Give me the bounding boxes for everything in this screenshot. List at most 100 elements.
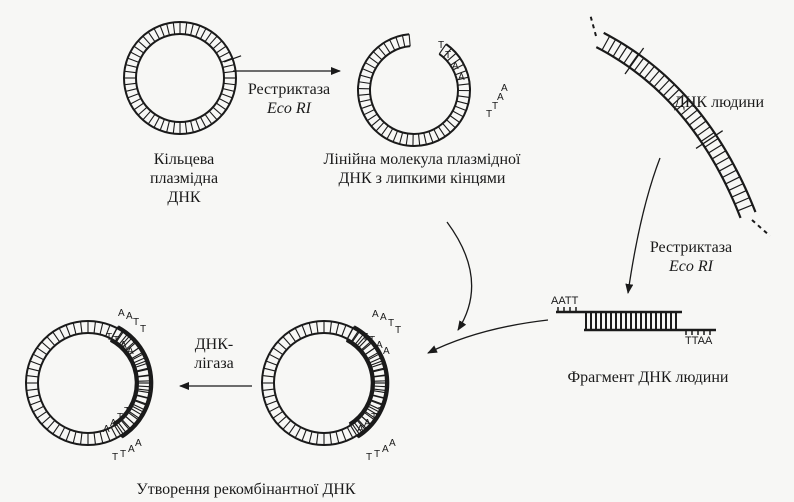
base-pair-rung: [262, 376, 274, 377]
base-pair-rung: [453, 111, 464, 117]
base-pair-rung: [644, 66, 654, 78]
base-pair-rung: [209, 36, 217, 45]
base-pair-rung: [196, 119, 200, 130]
arrow-linear-to-hybrid: [447, 222, 472, 330]
base-pair-rung: [73, 432, 76, 444]
sticky-base-letter: T: [374, 449, 380, 460]
base-pair-rung: [283, 337, 291, 346]
base-pair-rung: [406, 134, 408, 146]
base-pair-rung: [33, 354, 44, 360]
base-pair-rung: [269, 354, 280, 360]
base-pair-rung: [216, 46, 226, 53]
human-dna-fragment: [556, 307, 716, 335]
base-pair-rung: [712, 151, 726, 159]
base-pair-rung: [42, 416, 51, 424]
base-pair-rung: [716, 157, 730, 165]
base-pair-rung: [618, 46, 627, 59]
sticky-base-letter: A: [126, 311, 133, 322]
sticky-base-letter: A: [389, 438, 396, 449]
base-pair-rung: [330, 321, 331, 333]
base-pair-rung: [336, 432, 339, 444]
base-pair-rung: [381, 126, 388, 136]
sticky-base-letter: A: [458, 72, 465, 83]
linear-plasmid-caption: Лінійна молекула плазмідної ДНК з липким…: [304, 150, 540, 188]
base-pair-rung: [705, 138, 718, 147]
base-pair-rung: [629, 54, 638, 67]
base-pair-rung: [262, 389, 274, 390]
base-pair-rung: [649, 71, 659, 83]
base-pair-rung: [53, 332, 60, 342]
base-pair-rung: [289, 332, 296, 342]
sticky-base-letter: A: [501, 83, 508, 94]
base-pair-rung: [266, 361, 277, 365]
base-pair-rung: [295, 328, 301, 339]
sticky-base-letter: A: [376, 340, 383, 351]
base-pair-rung: [429, 131, 433, 142]
base-pair-rung: [361, 105, 372, 109]
linear-plasmid: [358, 34, 470, 146]
base-pair-rung: [289, 424, 296, 434]
base-pair-rung: [336, 323, 339, 335]
base-pair-rung: [365, 63, 375, 69]
base-pair-rung: [209, 111, 217, 120]
base-pair-rung: [342, 325, 346, 336]
sticky-base-letter: T: [371, 412, 377, 423]
base-pair-rung: [200, 28, 206, 39]
backbone-inner: [136, 34, 224, 122]
sticky-base-letter: A: [118, 308, 125, 319]
base-pair-rung: [191, 121, 194, 133]
arrow-fragment-to-hybrid: [428, 320, 548, 353]
base-pair-rung: [33, 406, 44, 412]
base-pair-rung: [659, 80, 670, 92]
backbone-outer: [26, 321, 150, 445]
sticky-base-letter: T: [369, 335, 375, 346]
restriction-label: Рестриктаза: [636, 238, 746, 257]
recombinant-plasmid: [26, 321, 152, 445]
base-pair-rung: [608, 39, 616, 53]
restriction-enzyme-top: Рестриктаза Eco RI: [226, 80, 352, 118]
base-pair-rung: [359, 82, 371, 84]
base-pair-rung: [409, 34, 410, 46]
fragment-caption: Фрагмент ДНК людини: [566, 368, 730, 387]
linear-plasmid-sticky-end-top: T T A A: [438, 40, 465, 83]
caption-line: Кільцева: [128, 150, 240, 169]
base-pair-rung: [309, 323, 312, 335]
sticky-base-letter: T: [445, 50, 451, 61]
base-pair-rung: [143, 111, 151, 120]
backbone-outer: [124, 22, 236, 134]
base-pair-rung: [302, 325, 306, 336]
base-pair-rung: [154, 28, 160, 39]
base-pair-rung: [738, 205, 753, 211]
base-pair-rung: [130, 98, 141, 104]
base-pair-rung: [273, 411, 283, 418]
base-pair-rung: [689, 115, 702, 125]
base-pair-rung: [216, 103, 226, 110]
base-pair-rung: [148, 32, 155, 42]
base-pair-rung: [30, 401, 41, 405]
base-pair-rung: [130, 52, 141, 58]
hybrid-plasmid-junction-top: A A T T T T A A: [362, 309, 401, 357]
base-pair-rung: [269, 406, 280, 412]
sticky-base-letter: A: [380, 312, 387, 323]
base-pair-rung: [654, 75, 665, 87]
base-pair-rung: [185, 22, 186, 34]
base-pair-rung: [458, 96, 470, 98]
base-pair-rung: [81, 433, 82, 445]
base-pair-rung: [185, 122, 186, 134]
base-pair-rung: [278, 342, 287, 350]
strand-continuation: [752, 220, 770, 236]
base-pair-rung: [624, 50, 633, 63]
restriction-label: Рестриктаза: [226, 80, 352, 99]
human-dna-strand: [590, 14, 770, 236]
base-pair-rung: [378, 47, 386, 56]
base-pair-rung: [138, 107, 147, 115]
base-pair-rung: [278, 416, 287, 424]
base-pair-rung: [37, 348, 47, 355]
base-pair-rung: [264, 395, 276, 398]
base-pair-rung: [438, 127, 445, 137]
base-pair-rung: [369, 399, 384, 404]
base-pair-rung: [358, 94, 370, 95]
base-pair-rung: [59, 427, 65, 438]
sticky-base-letter: A: [357, 424, 364, 435]
base-pair-rung: [132, 357, 147, 363]
